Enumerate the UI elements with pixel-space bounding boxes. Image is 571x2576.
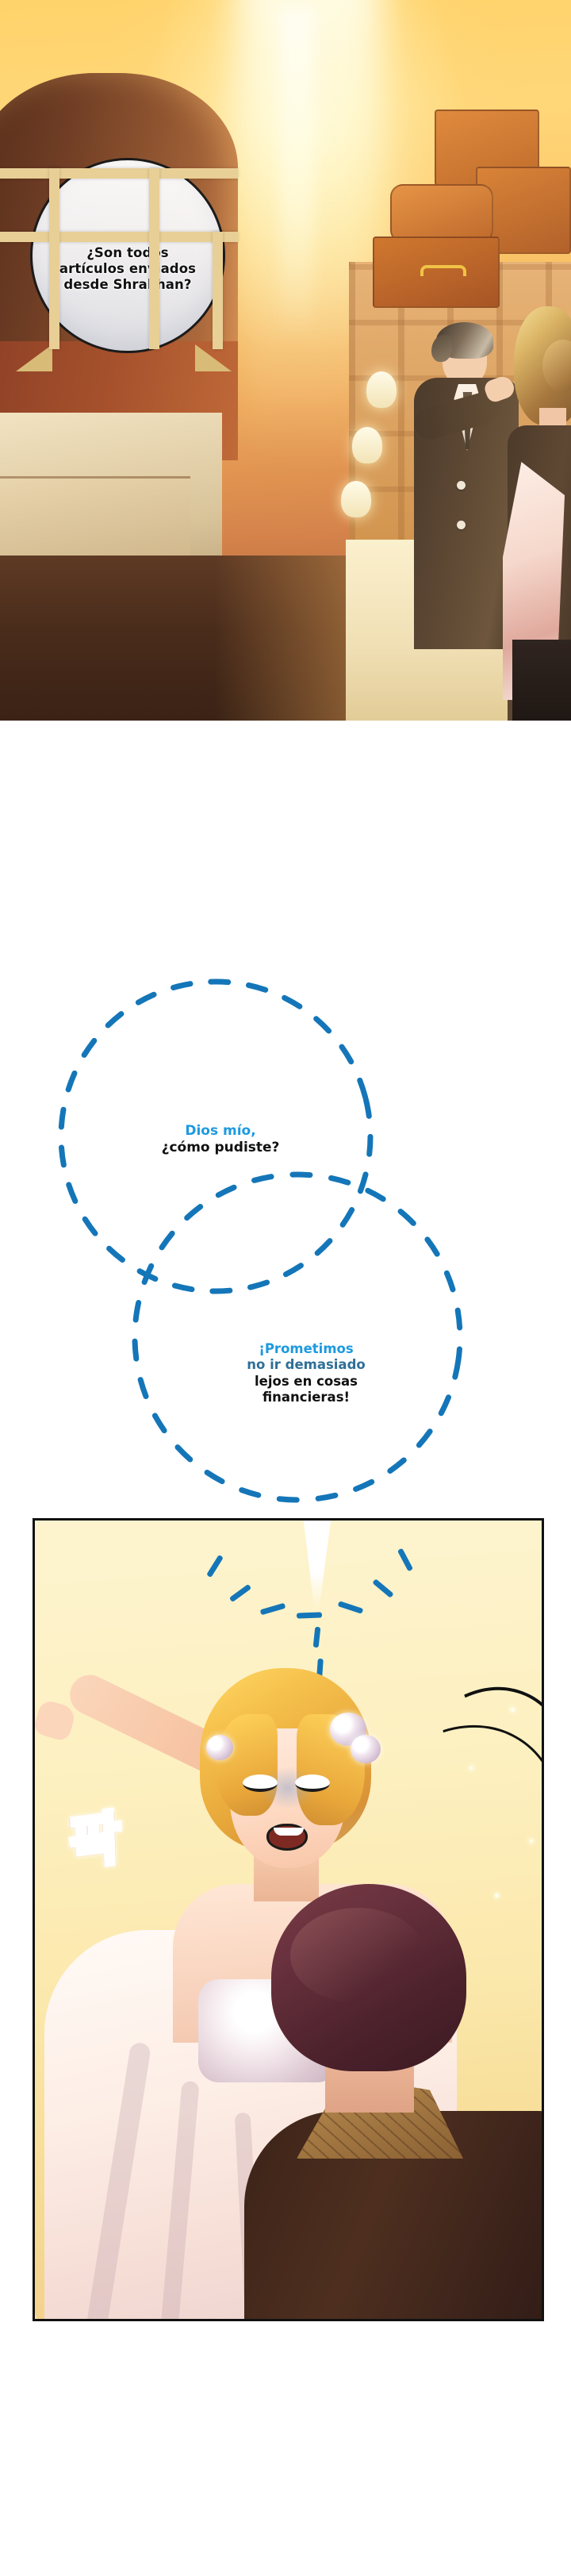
lantern-icon <box>341 481 371 517</box>
man-hair <box>431 322 493 362</box>
lantern-icon <box>366 371 397 408</box>
suitcase <box>373 236 500 308</box>
groom-hair <box>271 1884 466 2071</box>
bubble-dash <box>228 1583 252 1603</box>
speech-line-3: desde Shrakhan? <box>63 277 192 293</box>
thought-2-line-4: financieras! <box>262 1390 351 1405</box>
thought-bubble-tail <box>303 1521 331 1609</box>
speech-line-2: artículos enviados <box>59 260 197 276</box>
panel-1: ¿Son todos artículos enviados desde Shra… <box>0 0 571 721</box>
sparkle-icon <box>511 1708 515 1712</box>
speech-line-1: ¿Son todos <box>86 244 169 260</box>
woman-skirt <box>512 640 571 721</box>
platform-shadow <box>0 556 373 721</box>
bubble-dash <box>372 1578 394 1598</box>
sfx-impact-text: 팍 <box>66 1803 123 1880</box>
train-strut <box>49 168 59 349</box>
speech-bubble-text: ¿Son todos artículos enviados desde Shra… <box>59 218 196 293</box>
train-band <box>0 168 238 179</box>
thought-bubble-upper-text: Dios mío, ¿cómo pudiste? <box>102 1123 339 1156</box>
panel-2: 팍 <box>33 1518 544 2321</box>
speech-bubble-panel-1: ¿Son todos artículos enviados desde Shra… <box>30 158 225 353</box>
bride-hand <box>35 1698 78 1743</box>
bubble-dash <box>312 1626 321 1648</box>
thought-bubble-lower-text: ¡Prometimos no ir demasiado lejos en cos… <box>187 1341 425 1406</box>
train-strut <box>149 168 159 349</box>
bride-eye-right <box>295 1774 330 1792</box>
woman-hair-bun <box>542 340 571 392</box>
thought-bubble-outlines <box>58 978 463 1503</box>
jacket-button <box>457 521 466 529</box>
woman-back-view <box>503 306 571 721</box>
lantern-icon <box>352 427 382 463</box>
hair-flower-icon <box>206 1735 233 1760</box>
sun-beam <box>279 8 314 341</box>
groom-character <box>244 1884 542 2319</box>
suitcase-handle-icon <box>420 265 466 276</box>
jacket-button <box>457 481 466 490</box>
bubble-dash <box>206 1554 224 1578</box>
man-in-suit <box>409 316 528 649</box>
page-gutter <box>0 721 571 1518</box>
bubble-dash <box>296 1612 323 1619</box>
thought-1-line-1: Dios mío, <box>185 1123 256 1139</box>
bubble-dash <box>337 1601 364 1614</box>
train-band <box>0 232 238 242</box>
thought-bubble-lower-outline <box>132 1171 463 1503</box>
train-strut <box>213 232 223 349</box>
rolled-bundle <box>390 184 493 243</box>
thought-1-line-2: ¿cómo pudiste? <box>161 1140 280 1156</box>
thought-bubble-upper-outline <box>58 978 374 1294</box>
hair-flower-icon <box>351 1735 381 1763</box>
thought-2-line-1: ¡Prometimos <box>259 1341 354 1356</box>
bride-eye-left <box>243 1774 278 1792</box>
bride-open-mouth <box>266 1824 308 1851</box>
thought-2-line-2: no ir demasiado <box>247 1357 366 1373</box>
sparkle-icon <box>469 1767 473 1770</box>
sparkle-icon <box>495 1894 499 1897</box>
thought-2-line-3: lejos en cosas <box>255 1373 358 1389</box>
sparkle-icon <box>530 1840 533 1843</box>
bubble-dash <box>259 1602 286 1616</box>
bubble-dash <box>397 1548 414 1572</box>
